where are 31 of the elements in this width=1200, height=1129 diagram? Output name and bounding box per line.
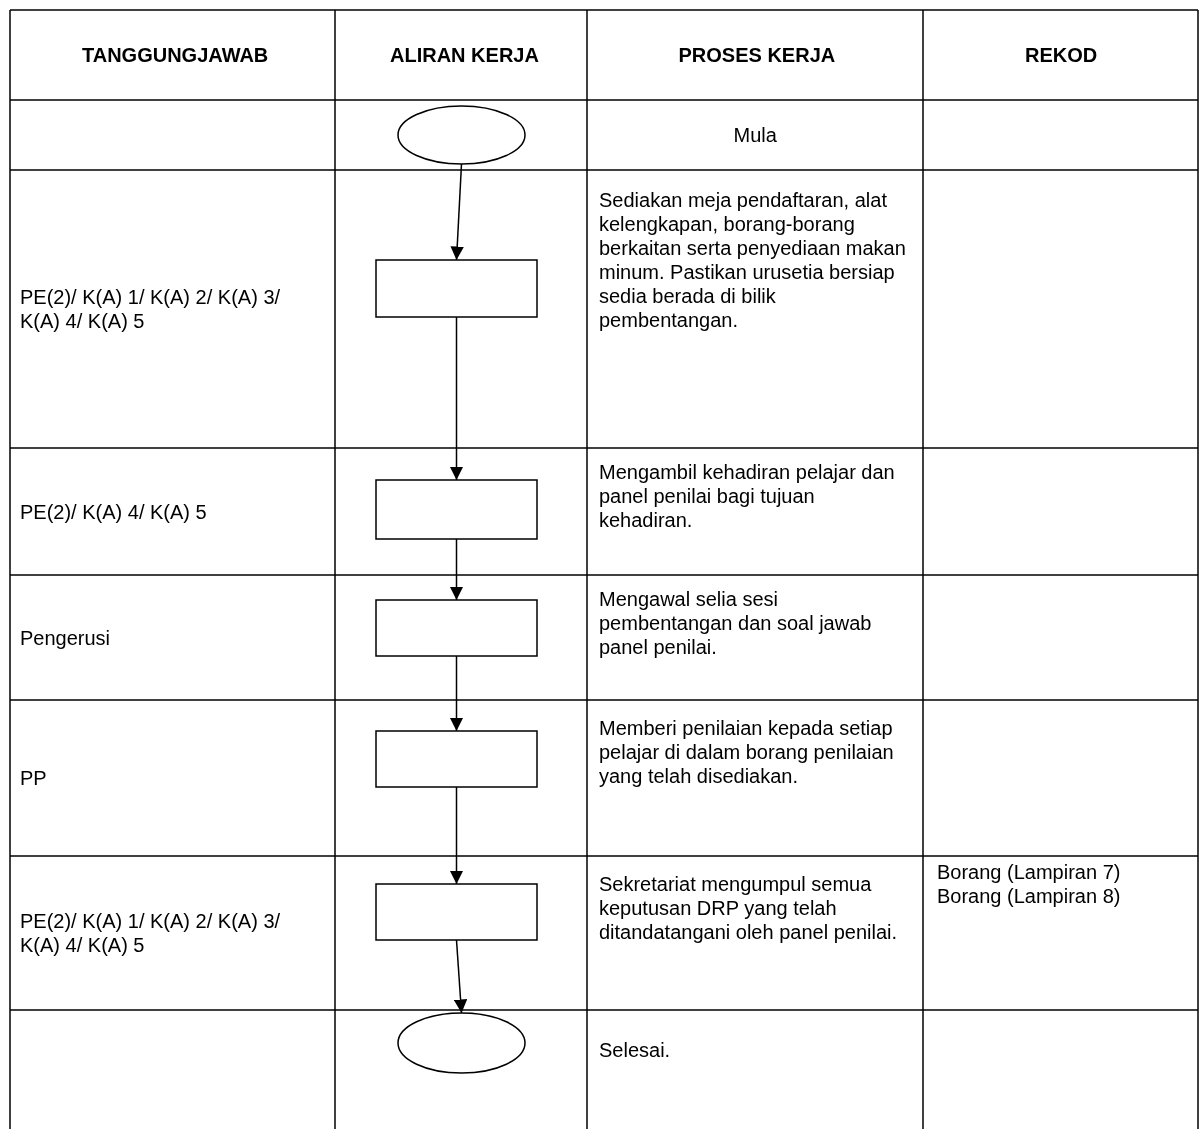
responsibility-text: PE(2)/ K(A) 4/ K(A) 5 <box>20 499 207 524</box>
column-header: REKOD <box>1025 43 1098 67</box>
responsibility-text: PP <box>20 766 47 790</box>
arrow <box>449 655 464 732</box>
process-text: Mengawal selia sesi pembentangan dan soal jawab panel penilai. <box>599 587 873 659</box>
step-text: Mula <box>733 123 777 147</box>
terminal-ellipse <box>397 105 526 165</box>
arrow <box>453 939 468 1014</box>
process-box <box>375 883 538 941</box>
arrow <box>449 316 464 481</box>
arrow <box>449 538 464 601</box>
process-text: Memberi penilaian kepada setiap pelajar di dalam borang penilaian yang telah disediakan. <box>599 716 895 788</box>
column-header: ALIRAN KERJA <box>390 43 539 67</box>
responsibility-text: Pengerusi <box>20 625 111 650</box>
process-text: Sekretariat mengumpul semua keputusan DRP yang telah ditandatangani oleh panel penilai. <box>599 872 899 944</box>
record-text: Borang (Lampiran 8) <box>937 884 1121 908</box>
process-text: Sediakan meja pendaftaran, alat kelengkapan, borang-borang berkaitan serta penyediaan makan minum. Pastikan urusetia bersiap sedia berada di bilik pembentangan. <box>599 188 907 332</box>
column-header: PROSES KERJA <box>678 43 836 67</box>
column-header: TANGGUNGJAWAB <box>82 43 269 67</box>
responsibility-text: PE(2)/ K(A) 1/ K(A) 2/ K(A) 3/ K(A) 4/ K(A) 5 <box>20 285 282 333</box>
process-text: Mengambil kehadiran pelajar dan panel penilai bagi tujuan kehadiran. <box>599 460 896 532</box>
process-box <box>375 479 538 540</box>
terminal-ellipse <box>397 1012 526 1074</box>
process-box <box>375 259 538 318</box>
arrow <box>449 786 464 885</box>
record-text: Borang (Lampiran 7) <box>937 860 1121 884</box>
process-box <box>375 599 538 657</box>
process-box <box>375 730 538 788</box>
responsibility-text: PE(2)/ K(A) 1/ K(A) 2/ K(A) 3/ K(A) 4/ K(A) 5 <box>20 909 282 957</box>
arrow <box>450 163 464 261</box>
step-text: Selesai. <box>599 1038 671 1062</box>
